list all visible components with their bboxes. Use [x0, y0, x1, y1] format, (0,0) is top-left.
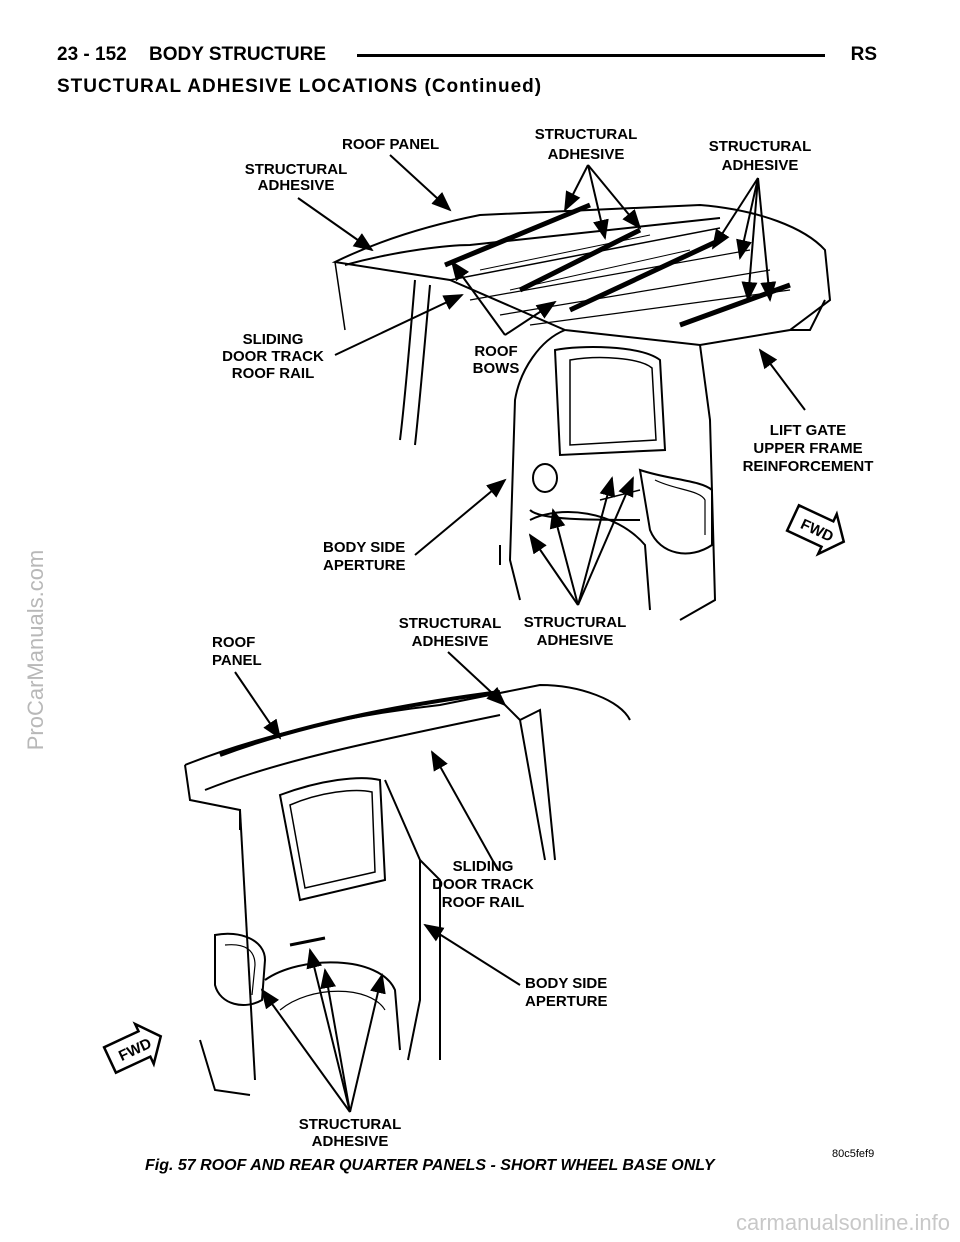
label-sliding-door-track-bottom-3: ROOF RAIL: [442, 894, 525, 911]
label-roof-panel-bottom-2: PANEL: [212, 652, 262, 669]
label-roof-bows-1: ROOF: [474, 343, 517, 360]
side-watermark: ProCarManuals.com: [16, 500, 56, 800]
bottom-watermark: carmanualsonline.info: [735, 1210, 950, 1235]
figure-code: 80c5fef9: [832, 1148, 875, 1160]
label-structural-adhesive-bottom-1: STRUCTURAL: [299, 1116, 402, 1133]
model-code: RS: [850, 44, 877, 65]
label-roof-bows-2: BOWS: [473, 360, 520, 377]
label-lift-gate-2: UPPER FRAME: [753, 440, 862, 457]
label-structural-adhesive-right-2: ADHESIVE: [722, 157, 799, 174]
section-name: BODY STRUCTURE: [149, 44, 334, 66]
label-structural-adhesive-lower-1: STRUCTURAL: [524, 614, 627, 631]
label-structural-adhesive-right-1: STRUCTURAL: [709, 138, 812, 155]
label-body-side-aperture-bottom-1: BODY SIDE: [525, 975, 607, 992]
label-roof-panel-bottom-1: ROOF: [212, 634, 255, 651]
label-lift-gate-1: LIFT GATE: [770, 422, 846, 439]
label-sliding-door-track-top-1: SLIDING: [243, 331, 304, 348]
label-sliding-door-track-bottom-1: SLIDING: [453, 858, 514, 875]
label-body-side-aperture-bottom-2: APERTURE: [525, 993, 608, 1010]
label-sliding-door-track-bottom-2: DOOR TRACK: [432, 876, 534, 893]
label-structural-adhesive-mid-2: ADHESIVE: [548, 146, 625, 163]
fwd-arrow-icon: FWD: [102, 1021, 163, 1075]
label-structural-adhesive-left-1: STRUCTURAL: [245, 161, 348, 178]
label-structural-adhesive-top-2: ADHESIVE: [412, 633, 489, 650]
label-structural-adhesive-bottom-2: ADHESIVE: [312, 1133, 389, 1150]
side-watermark-text: ProCarManuals.com: [23, 549, 48, 751]
label-sliding-door-track-top-2: DOOR TRACK: [222, 348, 324, 365]
section-title: STUCTURAL ADHESIVE LOCATIONS (Continued): [57, 76, 543, 97]
header-rule: [357, 54, 825, 57]
top-leader-arrows: [297, 154, 806, 606]
label-structural-adhesive-mid-1: STRUCTURAL: [535, 126, 638, 143]
figure-caption: Fig. 57 ROOF AND REAR QUARTER PANELS - S…: [145, 1157, 715, 1174]
fwd-arrow-icon: FWD: [785, 503, 846, 557]
label-body-side-aperture-top-2: APERTURE: [323, 557, 406, 574]
label-structural-adhesive-lower-2: ADHESIVE: [537, 632, 614, 649]
label-lift-gate-3: REINFORCEMENT: [743, 458, 874, 475]
page-number: 23 - 152: [57, 44, 127, 65]
bottom-vehicle-drawing: [184, 683, 631, 1096]
bottom-leader-arrows: [234, 651, 521, 1113]
label-sliding-door-track-top-3: ROOF RAIL: [232, 365, 315, 382]
page-header: 23 - 152 BODY STRUCTURE RS: [57, 44, 877, 74]
label-structural-adhesive-top-1: STRUCTURAL: [399, 615, 502, 632]
label-body-side-aperture-top-1: BODY SIDE: [323, 539, 405, 556]
label-roof-panel-top: ROOF PANEL: [342, 136, 439, 153]
top-vehicle-drawing: [331, 202, 832, 621]
label-structural-adhesive-left-2: ADHESIVE: [258, 177, 335, 194]
